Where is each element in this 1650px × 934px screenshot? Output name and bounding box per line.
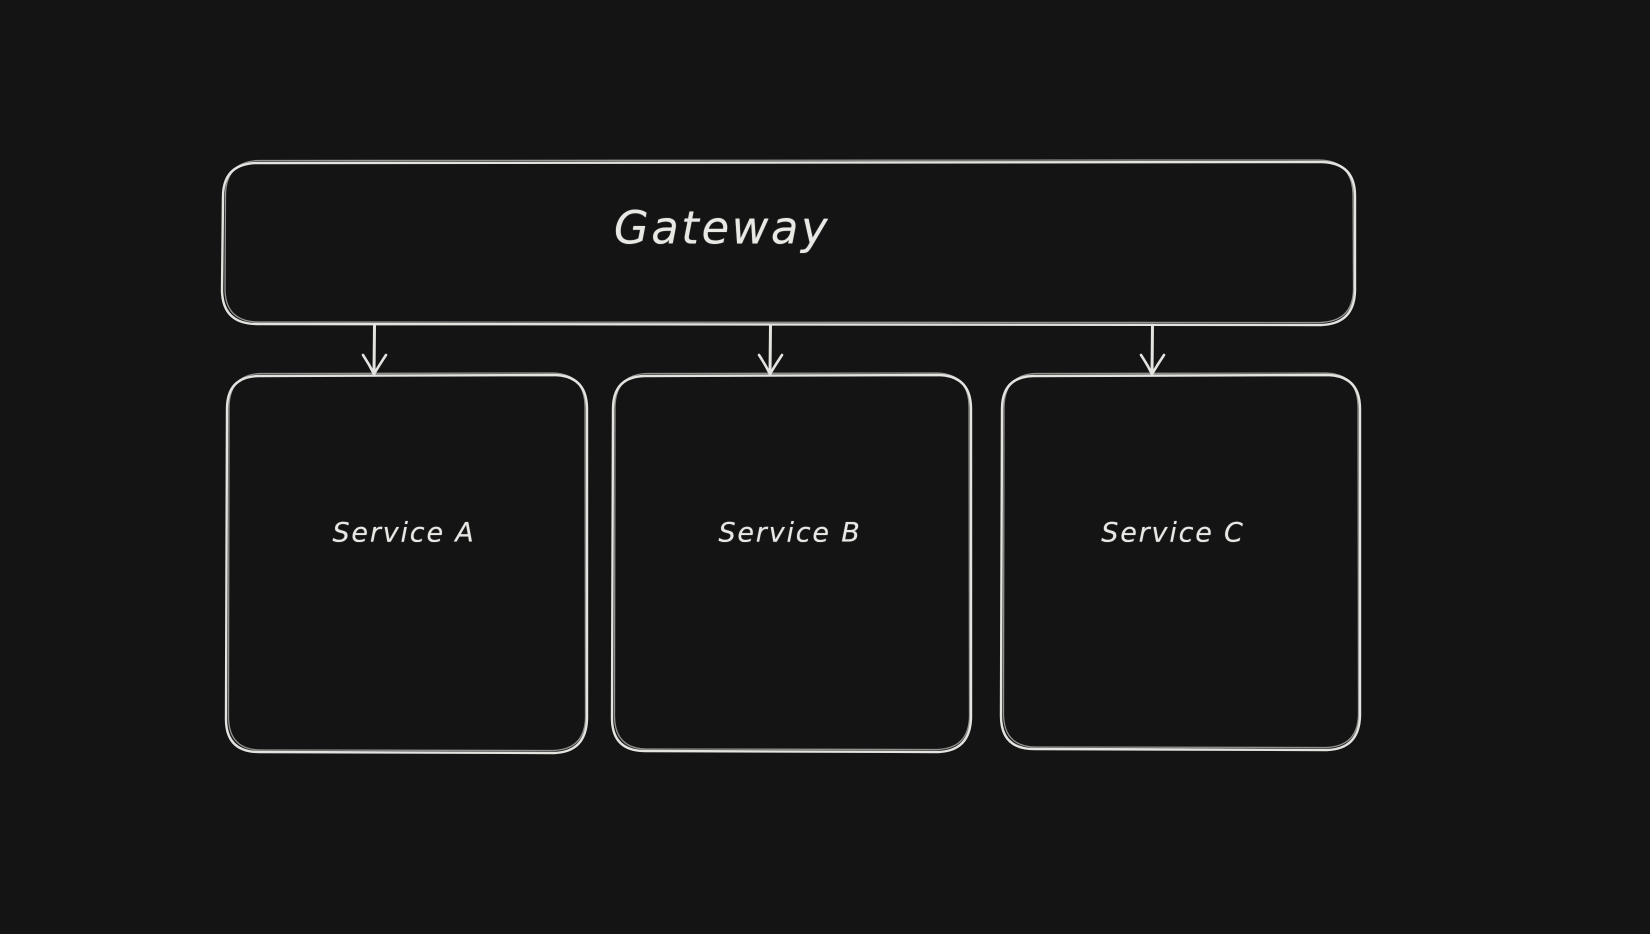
edge-gateway-to-service-a[interactable] <box>361 323 388 376</box>
node-gateway[interactable] <box>222 162 1355 325</box>
node-service-b[interactable] <box>612 375 971 752</box>
node-label-service-c: Service C <box>1101 517 1245 549</box>
node-service-b-shape[interactable] <box>610 372 973 754</box>
node-service-c[interactable] <box>1001 375 1360 750</box>
node-label-gateway: Gateway <box>613 201 831 255</box>
node-service-a[interactable] <box>226 375 587 753</box>
node-service-a-shape[interactable] <box>224 372 589 755</box>
node-label-service-b: Service B <box>718 517 862 549</box>
edge-gateway-to-service-c[interactable] <box>1139 323 1166 376</box>
node-label-service-a: Service A <box>332 517 476 549</box>
edge-gateway-to-service-b[interactable] <box>757 323 784 376</box>
node-service-c-shape[interactable] <box>999 372 1362 752</box>
node-gateway-shape[interactable] <box>220 159 1357 327</box>
